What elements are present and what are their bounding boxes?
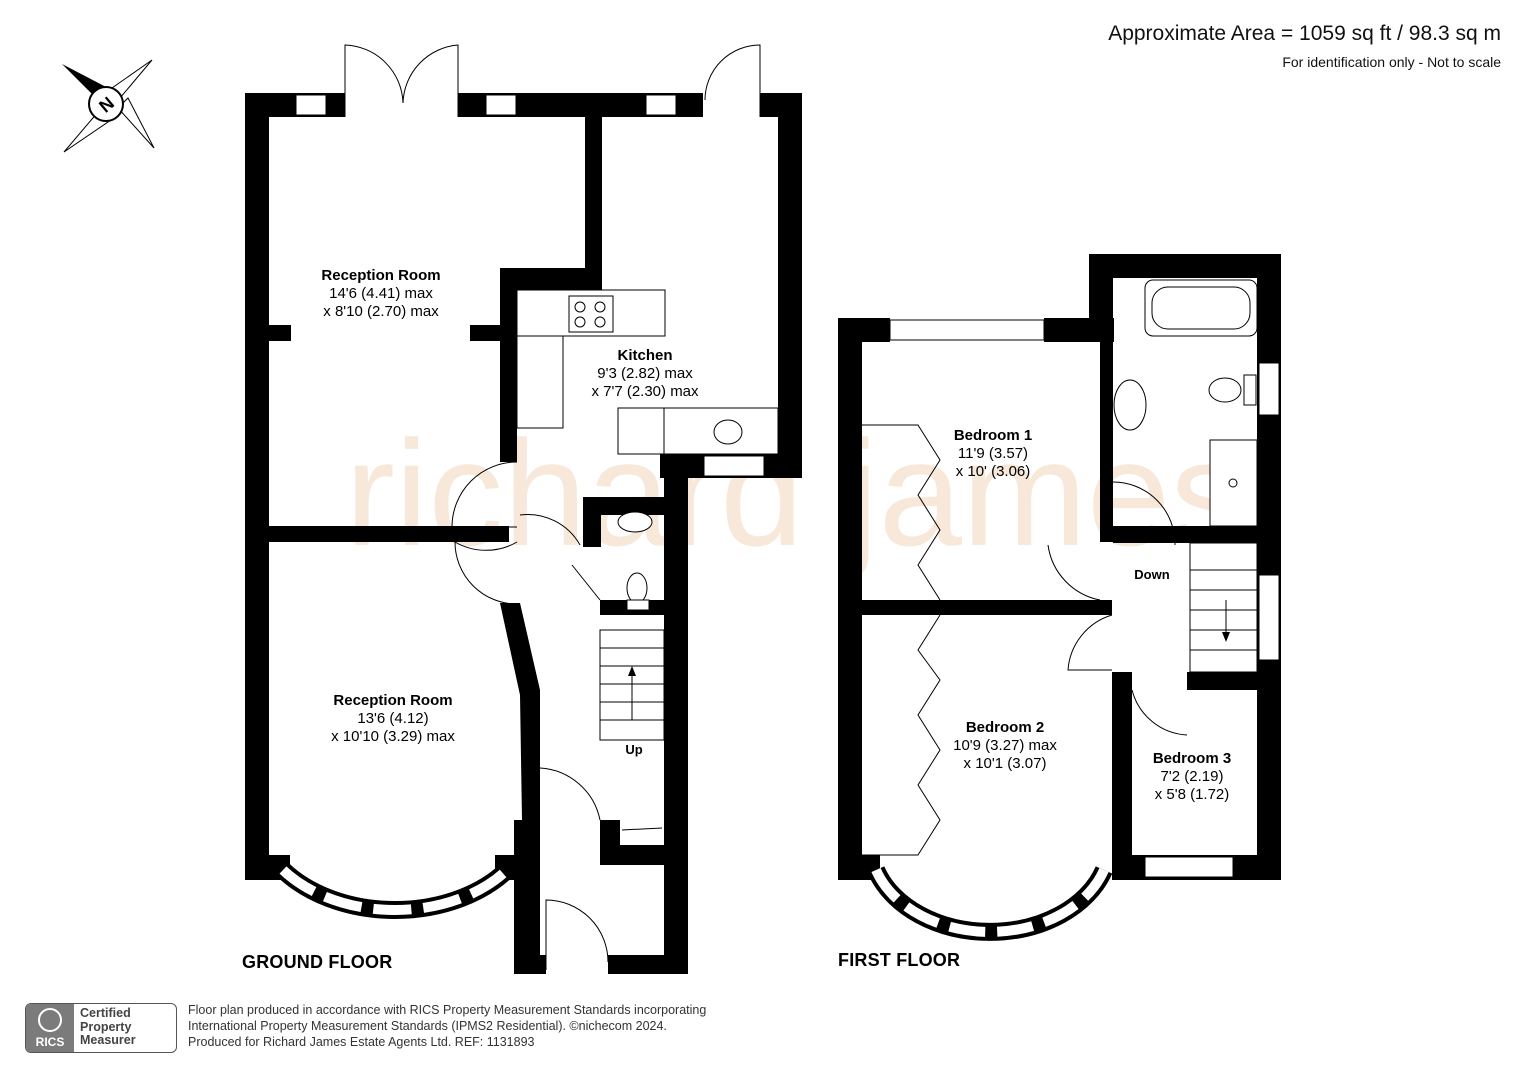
room-name-bedroom-2: Bedroom 2 — [966, 719, 1044, 736]
room-dim-bedroom-2-b: x 10'1 (3.07) — [964, 755, 1047, 772]
approximate-area-title: Approximate Area = 1059 sq ft / 98.3 sq … — [1108, 22, 1501, 45]
north-compass-icon: N — [62, 59, 155, 153]
room-dim-reception-1-a: 14'6 (4.41) max — [329, 285, 433, 302]
room-dim-bedroom-3-b: x 5'8 (1.72) — [1155, 786, 1230, 803]
room-name-reception-1: Reception Room — [321, 267, 440, 284]
rics-logo-text: RICS — [35, 1034, 65, 1049]
stairs-up-label: Up — [625, 742, 642, 757]
room-name-kitchen: Kitchen — [617, 347, 672, 364]
badge-line-1: Certified — [80, 1006, 131, 1020]
footer-line-3: Produced for Richard James Estate Agents… — [188, 1035, 535, 1049]
stairs-down-label: Down — [1134, 567, 1169, 582]
room-name-bedroom-1: Bedroom 1 — [954, 427, 1032, 444]
first-floor-stairs — [1189, 542, 1258, 673]
ground-stairs — [599, 629, 665, 741]
rics-badge-text: Certified Property Measurer — [74, 1004, 142, 1052]
room-name-bedroom-3: Bedroom 3 — [1153, 750, 1231, 767]
room-dim-bedroom-1-a: 11'9 (3.57) — [958, 445, 1028, 462]
footer-line-1: Floor plan produced in accordance with R… — [188, 1003, 707, 1017]
ground-floor-plan — [245, 44, 802, 974]
ground-floor-label: GROUND FLOOR — [242, 952, 392, 972]
room-dim-reception-2-b: x 10'10 (3.29) max — [331, 728, 455, 745]
room-dim-kitchen-b: x 7'7 (2.30) max — [591, 383, 699, 400]
first-floor-label: FIRST FLOOR — [838, 950, 960, 970]
footer-line-2: International Property Measurement Stand… — [188, 1019, 667, 1033]
room-dim-bedroom-3-a: 7'2 (2.19) — [1161, 768, 1224, 785]
rics-seal-icon — [38, 1007, 62, 1032]
room-dim-bedroom-1-b: x 10' (3.06) — [956, 463, 1031, 480]
badge-line-2: Property — [80, 1019, 132, 1034]
first-floor-plan — [838, 254, 1281, 941]
badge-line-3: Measurer — [80, 1033, 136, 1047]
room-dim-bedroom-2-a: 10'9 (3.27) max — [953, 737, 1057, 754]
scale-disclaimer: For identification only - Not to scale — [1282, 54, 1501, 70]
rics-certified-badge: RICS Certified Property Measurer — [25, 1003, 177, 1053]
room-dim-reception-2-a: 13'6 (4.12) — [357, 710, 428, 727]
room-dim-reception-1-b: x 8'10 (2.70) max — [323, 303, 439, 320]
room-name-reception-2: Reception Room — [333, 692, 452, 709]
rics-logo: RICS — [26, 1004, 74, 1052]
room-dim-kitchen-a: 9'3 (2.82) max — [597, 365, 693, 382]
footer-disclaimer: Floor plan produced in accordance with R… — [188, 1002, 706, 1050]
